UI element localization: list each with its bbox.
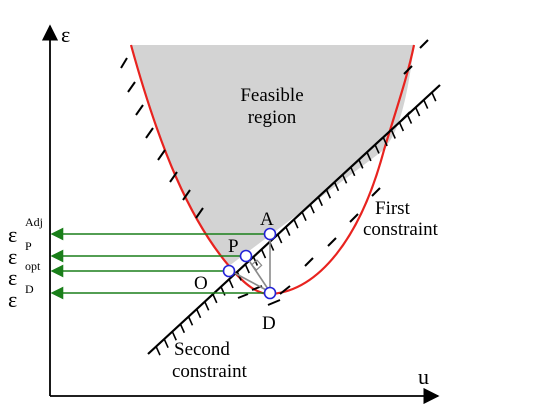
feasible-region-label-2: region bbox=[248, 107, 297, 128]
point-d-label: D bbox=[262, 313, 276, 334]
epsilon-d-label: ε D bbox=[8, 282, 34, 312]
y-axis-label: ε bbox=[61, 22, 70, 47]
hatch-tick bbox=[195, 308, 202, 319]
epsilon-p-label: ε P bbox=[8, 239, 32, 269]
hatch-tick bbox=[431, 92, 437, 102]
svg-text:P: P bbox=[25, 239, 32, 253]
point-a-label: A bbox=[260, 209, 274, 230]
svg-text:ε: ε bbox=[8, 222, 17, 247]
point-o-label: O bbox=[194, 273, 208, 294]
hatch-tick bbox=[317, 196, 323, 207]
feasible-region-label-1: Feasible bbox=[240, 85, 303, 106]
hatch-tick bbox=[179, 323, 186, 334]
epsilon-arrows bbox=[50, 227, 270, 300]
hatch-tick bbox=[285, 226, 291, 236]
hatch-tick bbox=[382, 136, 388, 147]
second-constraint-hatching bbox=[155, 92, 437, 356]
hatch-tick bbox=[366, 151, 372, 162]
svg-text:ε: ε bbox=[8, 244, 17, 269]
hatch-tick bbox=[301, 211, 307, 222]
hatch-tick bbox=[212, 293, 218, 304]
hatch-tick bbox=[260, 249, 267, 259]
hatch-tick bbox=[171, 331, 177, 341]
hatch-tick bbox=[187, 316, 194, 326]
hatch-tick bbox=[155, 346, 161, 356]
point-p-label: P bbox=[228, 236, 239, 257]
hatch-tick bbox=[228, 278, 234, 289]
hatch-tick bbox=[341, 174, 348, 184]
svg-text:ε: ε bbox=[8, 265, 17, 290]
hatch-tick bbox=[423, 99, 429, 109]
hatch-tick bbox=[244, 264, 250, 274]
hatch-tick bbox=[277, 234, 283, 244]
svg-text:Adj: Adj bbox=[25, 215, 43, 229]
hatch-tick bbox=[325, 189, 332, 199]
hatch-tick bbox=[350, 166, 356, 177]
epsilon-adj-label: ε Adj bbox=[8, 215, 43, 247]
hatch-tick bbox=[309, 204, 315, 214]
hatch-tick bbox=[398, 122, 405, 132]
svg-text:opt: opt bbox=[25, 259, 41, 273]
svg-text:D: D bbox=[25, 282, 34, 296]
hatch-tick bbox=[390, 129, 396, 139]
hatch-tick bbox=[374, 144, 380, 154]
hatch-tick bbox=[333, 181, 340, 192]
hatch-tick bbox=[358, 159, 364, 169]
svg-text:ε: ε bbox=[8, 287, 17, 312]
hatch-tick bbox=[163, 338, 169, 349]
second-constraint-label-1: Second bbox=[174, 339, 230, 360]
point-p bbox=[239, 249, 253, 263]
hatch-tick bbox=[406, 114, 413, 124]
point-o bbox=[222, 264, 236, 278]
second-constraint-label-2: constraint bbox=[172, 361, 248, 382]
hatch-tick bbox=[220, 286, 226, 296]
hatch-tick bbox=[204, 301, 210, 311]
right-angle-mark bbox=[250, 259, 263, 271]
x-axis-label: u bbox=[418, 364, 429, 389]
hatch-tick bbox=[414, 107, 421, 117]
construction-lines bbox=[228, 234, 271, 293]
point-a bbox=[263, 227, 277, 241]
first-constraint-label-2: constraint bbox=[363, 219, 439, 240]
first-constraint-label-1: First bbox=[375, 198, 411, 219]
hatch-tick bbox=[293, 219, 299, 229]
point-d bbox=[263, 286, 277, 300]
epsilon-opt-label: ε opt bbox=[8, 259, 41, 290]
points bbox=[222, 227, 277, 300]
